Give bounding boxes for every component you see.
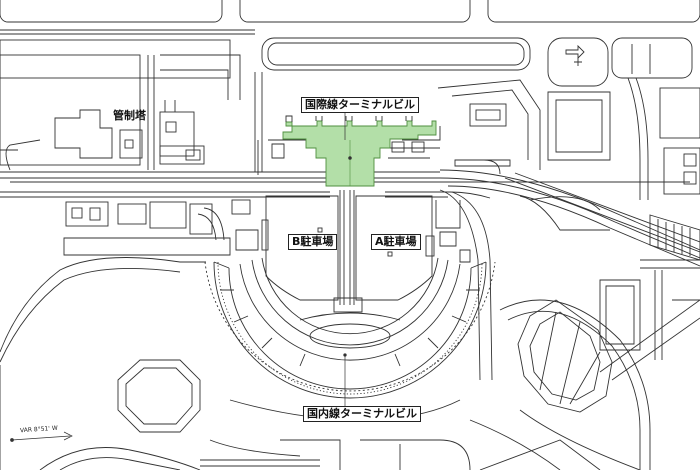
west-area — [0, 39, 241, 170]
intl-area-frame — [257, 126, 441, 175]
parking-a-label: A駐車場 — [371, 234, 421, 250]
southeast-apron — [469, 299, 700, 470]
domestic-terminal — [204, 257, 496, 399]
control-tower-label: 管制塔 — [113, 109, 146, 122]
parking-blocks — [261, 190, 435, 313]
southwest-apron — [0, 257, 471, 470]
international-terminal-label: 国際線ターミナルビル — [301, 97, 419, 113]
north-blocks — [261, 37, 693, 87]
domestic-terminal-label: 国内線ターミナルビル — [303, 406, 421, 422]
top-blocks — [0, 0, 700, 35]
coastline — [0, 365, 301, 470]
label-leaders — [343, 110, 347, 408]
compass-rose — [10, 431, 73, 442]
parking-b-label: B駐車場 — [288, 234, 338, 250]
east-blocks — [437, 77, 700, 360]
international-terminal-building — [271, 115, 437, 187]
west-lower-buildings — [63, 199, 259, 256]
east-roads — [435, 159, 700, 381]
